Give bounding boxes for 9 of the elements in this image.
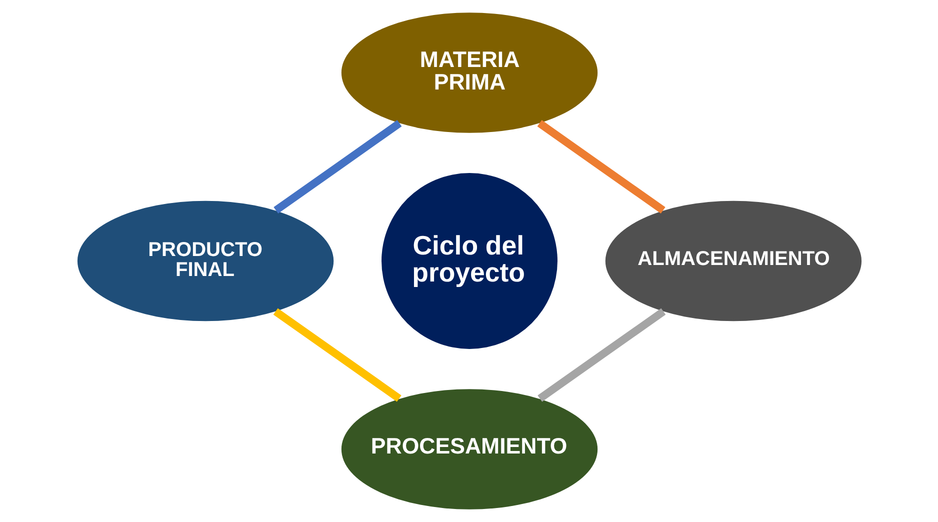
connector <box>537 308 666 402</box>
connector <box>272 308 401 402</box>
connector <box>273 120 402 214</box>
node-ellipse: PROCESAMIENTO <box>340 389 598 510</box>
connector <box>536 120 665 214</box>
node-ellipse: PRODUCTO FINAL <box>76 200 334 322</box>
node-ellipse: MATERIA PRIMA <box>340 12 598 133</box>
node-ellipse: ALMACENAMIENTO <box>604 200 862 322</box>
node-circle: Ciclo del proyecto <box>381 173 557 349</box>
